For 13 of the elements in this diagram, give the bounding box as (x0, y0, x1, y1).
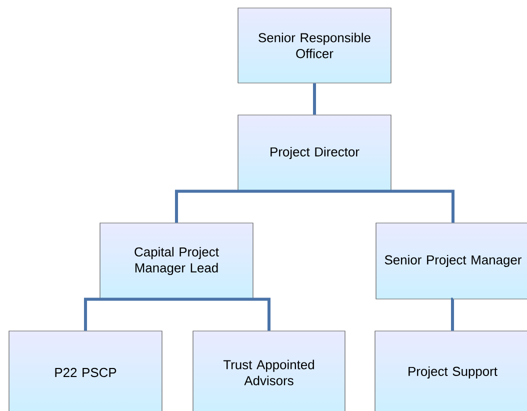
connector-line (451, 298, 454, 331)
connector-line (175, 190, 314, 223)
org-box: Senior Responsible Officer (238, 8, 392, 84)
org-box: Project Director (238, 114, 392, 192)
connector-line (84, 298, 176, 331)
connector-line (313, 83, 316, 115)
org-box: Senior Project Manager (376, 222, 527, 300)
org-box: Trust Appointed Advisors (192, 330, 346, 411)
org-box: Capital Project Manager Lead (100, 222, 254, 300)
org-box: Project Support (374, 330, 527, 411)
connector-line (314, 190, 454, 223)
org-box: P22 PSCP (8, 330, 162, 411)
connector-line (176, 298, 270, 331)
